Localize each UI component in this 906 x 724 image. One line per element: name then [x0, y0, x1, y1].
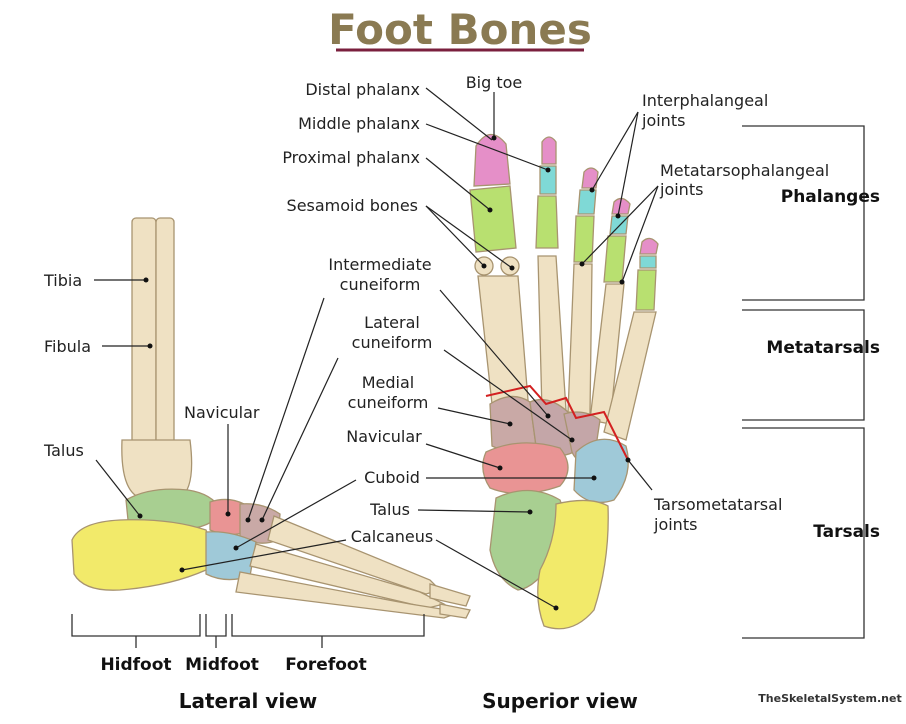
group-tarsals: Tarsals	[813, 522, 880, 542]
metatarsal-3	[568, 264, 592, 414]
label-intermediate-cuneiform-2: cuneiform	[340, 275, 421, 294]
region-brackets	[72, 614, 424, 648]
label-intermediate-cuneiform-1: Intermediate	[328, 255, 431, 274]
label-mtp-2: joints	[659, 180, 703, 199]
label-tmt-2: joints	[653, 515, 697, 534]
page-title: Foot Bones	[328, 5, 592, 54]
label-talus-left: Talus	[43, 441, 84, 460]
toe5-distal	[640, 238, 658, 254]
region-forefoot: Forefoot	[285, 655, 366, 675]
metatarsal-2	[538, 256, 566, 412]
label-medial-cuneiform-2: cuneiform	[348, 393, 429, 412]
label-calcaneus: Calcaneus	[351, 527, 433, 546]
label-proximal-phalanx: Proximal phalanx	[282, 148, 420, 167]
label-tmt-1: Tarsometatarsal	[653, 495, 782, 514]
navicular-superior	[483, 443, 568, 494]
label-cuboid: Cuboid	[364, 468, 420, 487]
label-navicular-center: Navicular	[346, 427, 422, 446]
label-interphalangeal-1: Interphalangeal	[642, 91, 768, 110]
label-fibula: Fibula	[44, 337, 91, 356]
label-mtp-1: Metatarsophalangeal	[660, 161, 829, 180]
caption-superior-view: Superior view	[482, 689, 638, 713]
label-tibia: Tibia	[43, 271, 82, 290]
group-metatarsals: Metatarsals	[766, 338, 880, 358]
caption-lateral-view: Lateral view	[179, 689, 317, 713]
label-middle-phalanx: Middle phalanx	[298, 114, 420, 133]
toe5-middle	[640, 256, 656, 268]
label-big-toe: Big toe	[466, 73, 523, 92]
toe4-middle	[610, 216, 628, 234]
watermark-logo: TheSkeletalSystem.net	[758, 692, 901, 705]
region-midfoot: Midfoot	[185, 655, 259, 675]
label-lateral-cuneiform-2: cuneiform	[352, 333, 433, 352]
region-hindfoot: Hidfoot	[100, 655, 171, 675]
label-distal-phalanx: Distal phalanx	[305, 80, 420, 99]
cuboid-lateral	[206, 532, 256, 580]
superior-view-illustration	[470, 134, 658, 628]
toe2-distal	[542, 137, 556, 164]
label-medial-cuneiform-1: Medial	[362, 373, 415, 392]
big-toe-distal-phalanx	[474, 134, 510, 186]
toe5-proximal	[636, 270, 656, 310]
toe4-proximal	[604, 236, 626, 282]
label-lateral-cuneiform-1: Lateral	[364, 313, 420, 332]
toe2-proximal	[536, 196, 558, 248]
label-talus-center: Talus	[369, 500, 410, 519]
cuboid-superior	[574, 439, 628, 502]
label-interphalangeal-2: joints	[641, 111, 685, 130]
toe3-middle	[578, 190, 596, 214]
label-navicular-left: Navicular	[184, 403, 260, 422]
group-phalanges: Phalanges	[781, 187, 880, 207]
label-sesamoid-bones: Sesamoid bones	[287, 196, 418, 215]
calcaneus-lateral	[72, 520, 211, 590]
